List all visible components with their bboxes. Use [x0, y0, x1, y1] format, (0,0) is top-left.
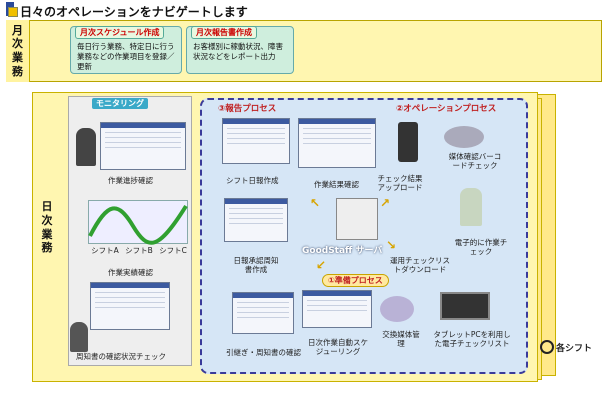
download-arrow-icon: ↘ — [386, 238, 397, 252]
monitoring-tag: モニタリング — [92, 98, 148, 109]
monthly-report-text: お客様別に稼動状況、障害状況などをレポート出力 — [193, 42, 283, 62]
media-icon — [444, 126, 484, 148]
monthly-schedule-box: 月次スケジュール作成 毎日行う業務、特定日に行う業務などの作業項目を登録／更新 — [70, 26, 182, 74]
report-arrow-icon: ↖ — [310, 196, 321, 210]
work-result-screen — [298, 118, 376, 168]
server-icon — [336, 198, 378, 240]
each-shift-label: 各シフト — [556, 344, 593, 354]
title-square-icon — [8, 7, 18, 17]
server-label: GoodStaff サーバ — [302, 246, 383, 256]
page-title: 日々のオペレーションをナビゲートします — [20, 5, 248, 19]
prep-process-tag: ①準備プロセス — [322, 274, 389, 287]
progress-screen — [100, 122, 186, 170]
shift-a-label: シフトA — [91, 246, 119, 255]
tablet-label: タブレットPCを利用した電子チェックリスト — [433, 330, 511, 348]
monthly-label-box: 月次業務 — [6, 20, 30, 82]
daily-approval-screen — [224, 198, 288, 242]
media-barcode-label: 媒体確認バーコードチェック — [448, 152, 502, 170]
media-mgmt-label: 交換媒体管理 — [382, 330, 420, 348]
upload-arrow-icon: ↗ — [380, 196, 391, 210]
shift-wave — [88, 204, 188, 245]
checklist-download-label: 運用チェックリストダウンロード — [390, 256, 450, 274]
report-process-tag: ③報告プロセス — [218, 104, 277, 114]
checklist-upload-label: チェック結果アップロード — [377, 174, 423, 192]
shift-b-label: シフトB — [125, 246, 153, 255]
operation-process-tag: ②オペレーションプロセス — [396, 104, 497, 114]
shift-report-screen — [222, 118, 290, 164]
notice-check-label: 周知書の確認状況チェック — [76, 352, 166, 361]
shift-c-label: シフトC — [159, 246, 187, 255]
progress-label: 作業進捗確認 — [108, 176, 153, 185]
shift-report-label: シフト日報作成 — [226, 176, 279, 185]
prep-arrow-icon: ↙ — [316, 258, 327, 272]
monthly-schedule-tag: 月次スケジュール作成 — [75, 26, 165, 39]
auto-schedule-screen — [302, 290, 372, 328]
handover-screen — [232, 292, 294, 334]
media-storage-icon — [380, 296, 414, 322]
auto-schedule-label: 日次作業自動スケジューリング — [308, 338, 368, 356]
monthly-label: 月次業務 — [12, 23, 23, 78]
electronic-check-label: 電子的に作業チェック — [454, 238, 508, 256]
monthly-schedule-text: 毎日行う業務、特定日に行う業務などの作業項目を登録／更新 — [77, 42, 175, 72]
handover-label: 引継ぎ・周知書の確認 — [226, 348, 301, 357]
field-operator-avatar — [460, 188, 482, 226]
notice-screen — [90, 282, 170, 330]
handheld-terminal — [398, 122, 418, 162]
work-result-label: 作業結果確認 — [314, 180, 359, 189]
tablet-icon — [440, 292, 490, 320]
loop-arrow-icon — [540, 340, 554, 354]
results-label: 作業実績確認 — [108, 268, 153, 277]
monthly-report-box: 月次報告書作成 お客様別に稼動状況、障害状況などをレポート出力 — [186, 26, 294, 74]
manager-avatar — [76, 128, 96, 166]
daily-label: 日次業務 — [41, 200, 53, 255]
operator-avatar — [70, 322, 88, 352]
monthly-report-tag: 月次報告書作成 — [191, 26, 257, 39]
daily-approval-label: 日報承認周知書作成 — [233, 256, 279, 274]
